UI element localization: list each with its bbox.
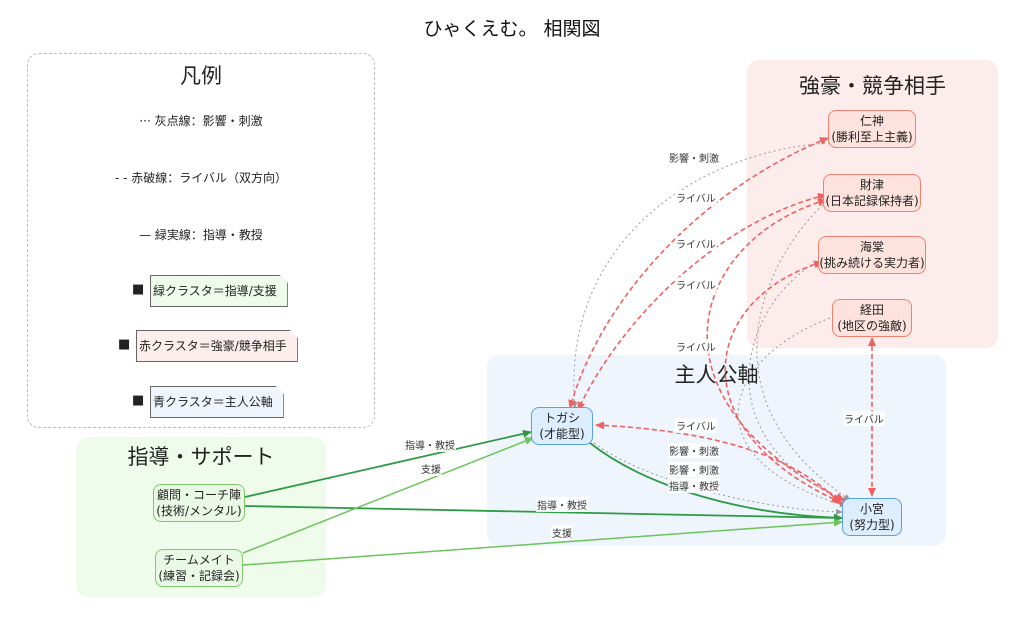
- edge-rival-zaitsu-komiya: [706, 198, 845, 501]
- edge-label-teach-komon-komiya: 指導・教授: [536, 497, 588, 512]
- edge-label-influence-1: 影響・刺激: [668, 443, 720, 458]
- cluster-support-label: 指導・サポート: [127, 445, 275, 469]
- edge-rival-togashi-komiya: [595, 421, 843, 506]
- node-team[interactable]: チームメイト (練習・記録会): [155, 549, 243, 587]
- edge-label-influence-top: 影響・刺激: [668, 150, 720, 165]
- node-keida-name: 経田: [859, 303, 884, 317]
- edge-rival-kaido-komiya: [724, 260, 841, 503]
- edge-label-support-team-togashi: 支援: [420, 461, 442, 476]
- edge-influence-keida-komiya: [737, 317, 847, 508]
- node-komiya-name: 小宮: [859, 502, 884, 516]
- node-komiya-desc: (努力型): [849, 518, 895, 532]
- node-team-name: チームメイト: [163, 553, 235, 567]
- node-kaido[interactable]: 海棠 (挑み続ける実力者): [818, 236, 926, 274]
- legend-red-cluster: ■ 赤クラスタ＝強豪/競争相手: [118, 330, 308, 360]
- edge-influence-nigami-togashi: [571, 142, 831, 409]
- node-komon-name: 顧問・コーチ陣: [156, 488, 241, 502]
- node-zaitsu-desc: (日本記録保持者): [825, 194, 919, 208]
- node-kaido-desc: (挑み続ける実力者): [819, 256, 925, 270]
- node-nigami-desc: (勝利至上主義): [831, 130, 913, 144]
- edge-label-rival-zaitsu: ライバル: [675, 190, 717, 205]
- node-team-desc: (練習・記録会): [158, 569, 240, 583]
- edge-label-rival-togashi-komiya: ライバル: [675, 418, 717, 433]
- legend-green-cluster-label: 緑クラスタ＝指導/支援: [150, 275, 288, 307]
- node-zaitsu-name: 財津: [859, 178, 884, 192]
- node-togashi-desc: (才能型): [539, 427, 585, 441]
- edge-teach-togashi-komiya: [589, 442, 843, 522]
- edge-label-rival-kaido: ライバル: [675, 236, 717, 251]
- edge-label-rival-nigami: ライバル: [675, 277, 717, 292]
- edge-teach-komon-togashi: [244, 429, 532, 498]
- legend-green-solid: — 緑実線：指導・教授: [139, 228, 263, 242]
- edge-rival-zaitsu-togashi: [577, 192, 827, 411]
- legend-red-cluster-label: 赤クラスタ＝強豪/競争相手: [136, 330, 298, 362]
- node-komon-desc: (技術/メンタル): [156, 504, 242, 518]
- edge-rival-nigami-togashi: [568, 137, 829, 409]
- legend-red-dashed: - - 赤破線：ライバル（双方向）: [114, 171, 288, 185]
- node-togashi[interactable]: トガシ (才能型): [531, 407, 593, 445]
- edge-support-team-togashi: [242, 437, 534, 554]
- edge-label-teach-komon-togashi: 指導・教授: [404, 437, 456, 452]
- legend-blue-square: ■: [132, 393, 145, 408]
- legend-blue-cluster: ■ 青クラスタ＝主人公軸: [132, 386, 294, 416]
- legend-red-square: ■: [118, 337, 131, 352]
- node-togashi-name: トガシ: [543, 411, 580, 425]
- node-keida-desc: (地区の強敵): [837, 319, 907, 333]
- edge-label-support-team-komiya: 支援: [551, 525, 573, 540]
- edge-label-rival-mid: ライバル: [675, 339, 717, 354]
- diagram-title: ひゃくえむ。 相関図: [423, 18, 601, 40]
- edge-teach-komon-komiya: [244, 505, 843, 522]
- legend-blue-cluster-label: 青クラスタ＝主人公軸: [150, 386, 284, 418]
- node-nigami[interactable]: 仁神 (勝利至上主義): [828, 110, 916, 148]
- cluster-rivals-label: 強豪・競争相手: [799, 74, 946, 98]
- edge-label-teach-togashi-komiya: 指導・教授: [668, 478, 720, 493]
- legend: 凡例 ··· 灰点線：影響・刺激 - - 赤破線：ライバル（双方向） — 緑実線…: [27, 53, 375, 428]
- edge-support-team-komiya: [242, 518, 843, 566]
- legend-gray-dotted: ··· 灰点線：影響・刺激: [139, 114, 263, 128]
- node-nigami-name: 仁神: [859, 114, 884, 128]
- edge-label-influence-2: 影響・刺激: [668, 462, 720, 477]
- node-kaido-name: 海棠: [859, 240, 884, 254]
- node-komiya[interactable]: 小宮 (努力型): [842, 498, 902, 536]
- node-komon[interactable]: 顧問・コーチ陣 (技術/メンタル): [153, 484, 245, 522]
- edge-label-rival-keida: ライバル: [843, 411, 885, 426]
- node-keida[interactable]: 経田 (地区の強敵): [832, 299, 912, 337]
- node-zaitsu[interactable]: 財津 (日本記録保持者): [823, 174, 921, 212]
- legend-title: 凡例: [180, 64, 222, 88]
- legend-green-square: ■: [132, 282, 145, 297]
- legend-green-cluster: ■ 緑クラスタ＝指導/支援: [132, 275, 298, 305]
